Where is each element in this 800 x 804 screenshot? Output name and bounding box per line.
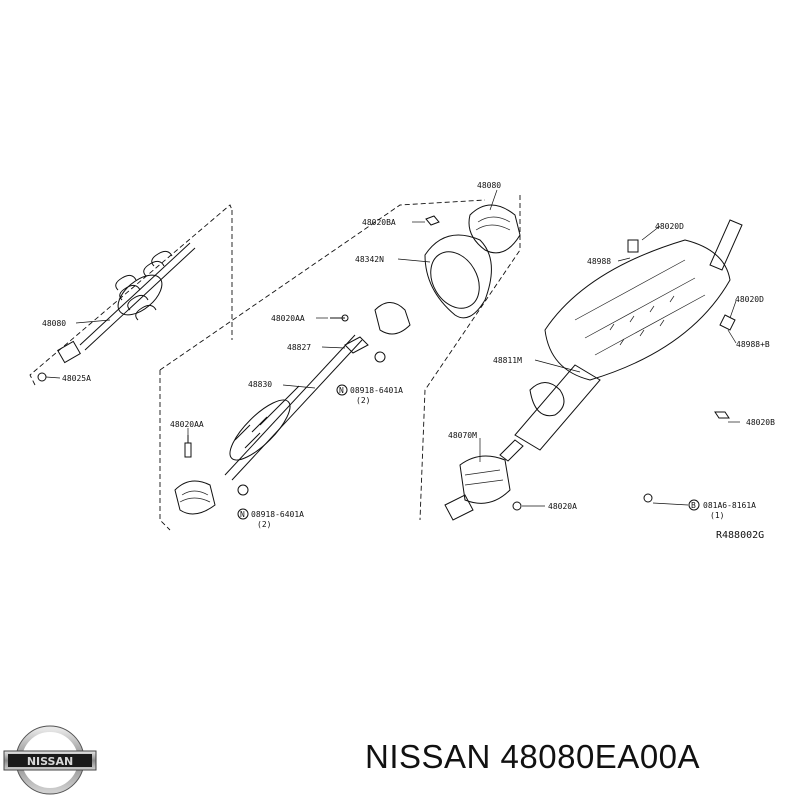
nissan-logo: NISSAN: [0, 720, 100, 800]
marker-n-a-text: N: [339, 386, 344, 395]
label-48020BA: 48020BA: [362, 218, 396, 227]
label-48988: 48988: [587, 257, 611, 266]
label-48020B: 48020B: [746, 418, 775, 427]
label-48080-top: 48080: [477, 181, 501, 190]
nissan-logo-text: NISSAN: [27, 755, 73, 768]
label-08918-b-qty: (2): [257, 520, 271, 529]
part-number-title: NISSAN 48080EA00A: [365, 738, 701, 775]
label-48827: 48827: [287, 343, 311, 352]
label-48988B: 48988+B: [736, 340, 770, 349]
marker-n-b: N: [237, 508, 249, 520]
label-48020AA-a: 48020AA: [271, 314, 305, 323]
dashed-group-left: [29, 204, 233, 386]
diagram-ref-code: R488002G: [716, 530, 764, 541]
marker-n-b-text: N: [240, 510, 245, 519]
label-48830: 48830: [248, 380, 272, 389]
label-48070M: 48070M: [448, 431, 477, 440]
steering-column-right: [444, 219, 743, 521]
marker-n-a: N: [336, 384, 348, 396]
label-48020D-b: 48020D: [735, 295, 764, 304]
leader-lines: [75, 189, 740, 507]
label-48020AA-b: 48020AA: [170, 420, 204, 429]
label-48025A: 48025A: [62, 374, 91, 383]
marker-b: B: [688, 499, 700, 511]
label-081A6-qty: (1): [710, 511, 724, 520]
marker-b-text: B: [691, 501, 696, 510]
intermediate-shaft-left: [37, 242, 196, 382]
lower-shaft-middle: [174, 314, 386, 515]
label-081A6: 081A6-8161A: [703, 501, 756, 510]
label-48080-left: 48080: [42, 319, 66, 328]
label-08918-b: 08918-6401A: [251, 510, 304, 519]
nissan-logo-graphic: NISSAN: [3, 725, 97, 795]
label-48020D-a: 48020D: [655, 222, 684, 231]
label-48811M: 48811M: [493, 356, 522, 365]
label-08918-a: 08918-6401A: [350, 386, 403, 395]
label-48020A: 48020A: [548, 502, 577, 511]
label-08918-a-qty: (2): [356, 396, 370, 405]
column-cover-middle: [374, 204, 521, 335]
label-48342N: 48342N: [355, 255, 384, 264]
dashed-group-middle: [159, 195, 521, 531]
